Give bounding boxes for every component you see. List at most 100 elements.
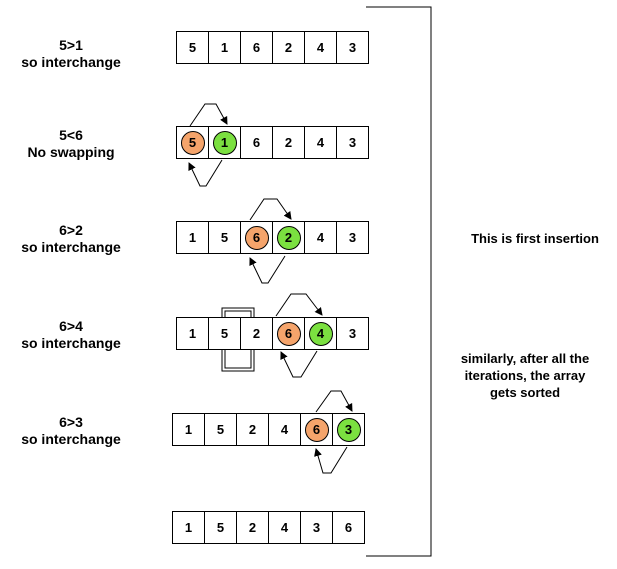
- array-value: 3: [348, 326, 357, 341]
- key-element-circle: 3: [336, 417, 361, 442]
- step-condition: 5<6: [59, 127, 83, 143]
- array-value: 1: [220, 40, 229, 55]
- array-value: 5: [216, 422, 225, 437]
- compared-element-circle: 6: [304, 417, 329, 442]
- array-value: 5: [220, 230, 229, 245]
- array-cell: 1: [172, 413, 205, 446]
- array-cell: 6: [240, 126, 273, 159]
- array-cell: 4: [304, 126, 337, 159]
- array-cell: 4: [268, 413, 301, 446]
- array-value: 6: [252, 40, 261, 55]
- array-cell: 3: [336, 31, 369, 64]
- sorted-note-line: iterations, the array: [464, 368, 586, 383]
- array-cell: 6: [300, 413, 333, 446]
- compared-element-circle: 5: [180, 130, 205, 155]
- array-value: 3: [348, 40, 357, 55]
- array-cell: 5: [208, 317, 241, 350]
- array-cell: 1: [208, 31, 241, 64]
- array-value: 1: [184, 422, 193, 437]
- array-cell: 4: [268, 511, 301, 544]
- array-value: 4: [280, 422, 289, 437]
- swap-arrow-top: [189, 103, 228, 127]
- array-value: 4: [316, 230, 325, 245]
- swap-arrow-bottom: [249, 255, 286, 284]
- step-action: so interchange: [21, 54, 121, 70]
- swap-arrow-top: [249, 198, 292, 221]
- array-cell: 5: [204, 413, 237, 446]
- array-cell: 1: [208, 126, 241, 159]
- step-label: 5<6 No swapping: [0, 127, 146, 161]
- first-insertion-note: This is first insertion: [471, 231, 599, 246]
- array-cell: 2: [272, 31, 305, 64]
- compared-element-circle: 6: [276, 321, 301, 346]
- array-cell: 2: [272, 221, 305, 254]
- array-value: 2: [252, 326, 261, 341]
- array-value: 3: [312, 520, 321, 535]
- sorted-note-line: similarly, after all the: [460, 351, 590, 366]
- swap-arrow-bottom: [314, 446, 348, 474]
- array-cell: 5: [176, 31, 209, 64]
- array-value: 2: [284, 40, 293, 55]
- step-label: 5>1 so interchange: [0, 37, 146, 71]
- array-value: 3: [348, 230, 357, 245]
- array-cell: 3: [336, 221, 369, 254]
- step-condition: 6>3: [59, 414, 83, 430]
- array-cell: 5: [208, 221, 241, 254]
- swap-arrow-bottom: [188, 159, 223, 187]
- array-value: 4: [316, 40, 325, 55]
- key-element-circle: 1: [212, 130, 237, 155]
- array-cell: 1: [176, 221, 209, 254]
- sorted-note-line: gets sorted: [489, 385, 561, 400]
- final-array-row: 1 5 2 4 3 6: [172, 511, 365, 544]
- array-cell: 6: [240, 221, 273, 254]
- array-value: 2: [248, 520, 257, 535]
- step-label: 6>4 so interchange: [0, 318, 146, 352]
- array-cell: 4: [304, 31, 337, 64]
- array-value: 4: [316, 135, 325, 150]
- step-condition: 6>4: [59, 318, 83, 334]
- array-value: 2: [284, 135, 293, 150]
- array-value: 1: [188, 326, 197, 341]
- array-cell: 2: [236, 413, 269, 446]
- array-cell: 6: [332, 511, 365, 544]
- array-cell: 6: [272, 317, 305, 350]
- compared-element-circle: 6: [244, 225, 269, 250]
- step-condition: 6>2: [59, 222, 83, 238]
- step-action: No swapping: [27, 144, 115, 160]
- grouping-bracket: [366, 6, 432, 557]
- array-value: 2: [248, 422, 257, 437]
- array-cell: 3: [300, 511, 333, 544]
- step-action: so interchange: [21, 431, 121, 447]
- array-cell: 5: [176, 126, 209, 159]
- array-cell: 4: [304, 221, 337, 254]
- array-cell: 2: [236, 511, 269, 544]
- array-cell: 3: [336, 126, 369, 159]
- step-label: 6>2 so interchange: [0, 222, 146, 256]
- array-cell: 3: [332, 413, 365, 446]
- step-action: so interchange: [21, 335, 121, 351]
- swap-arrow-bottom: [280, 350, 318, 378]
- array-value: 1: [184, 520, 193, 535]
- array-value: 3: [348, 135, 357, 150]
- array-value: 5: [220, 326, 229, 341]
- array-value: 5: [216, 520, 225, 535]
- array-cell: 6: [240, 31, 273, 64]
- swap-arrow-top: [275, 293, 323, 317]
- array-value: 4: [280, 520, 289, 535]
- array-cell: 1: [172, 511, 205, 544]
- step-action: so interchange: [21, 239, 121, 255]
- array-cell: 1: [176, 317, 209, 350]
- array-cell: 4: [304, 317, 337, 350]
- key-element-circle: 4: [308, 321, 333, 346]
- array-value: 6: [344, 520, 353, 535]
- array-value: 1: [188, 230, 197, 245]
- array-cell: 3: [336, 317, 369, 350]
- array-value: 6: [252, 135, 261, 150]
- array-cell: 2: [240, 317, 273, 350]
